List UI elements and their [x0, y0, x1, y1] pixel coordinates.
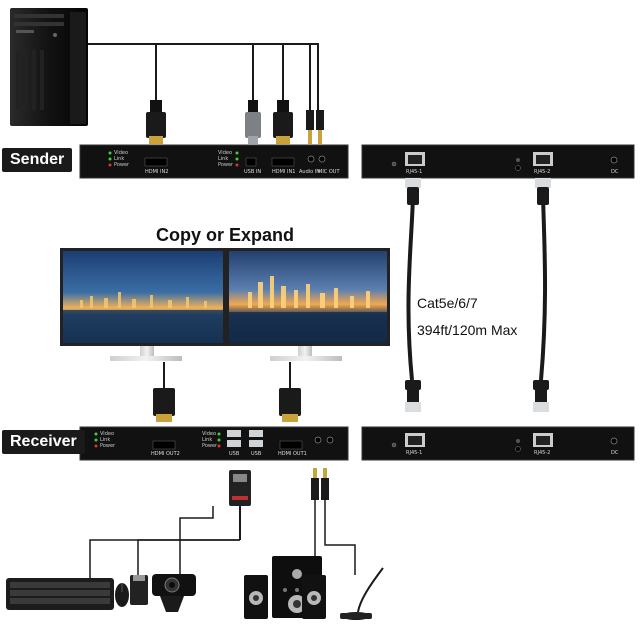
audio-jack-icon — [306, 110, 324, 144]
rj45-plug-icon — [405, 178, 421, 412]
port-audio-in-label: Audio IN — [299, 169, 321, 175]
receiver-rj45-unit — [361, 426, 635, 461]
port-usb-label: USB — [251, 451, 262, 457]
computer-tower-icon — [10, 8, 88, 126]
led-power-label: Power — [114, 162, 130, 168]
led-video-label: Video — [114, 150, 129, 156]
port-dc-label: DC — [611, 450, 619, 456]
cable-length-label: 394ft/120m Max — [417, 322, 518, 338]
port-hdmi-in2-label: HDMI IN2 — [145, 169, 169, 175]
monitor-icon — [60, 248, 226, 361]
port-usb-label: USB — [229, 451, 240, 457]
audio-jack-icon — [311, 468, 329, 500]
port-hdmi-in1-label: HDMI IN1 — [272, 169, 296, 175]
receiver-unit — [79, 426, 349, 461]
port-rj45-1-label: RJ45-1 — [406, 450, 423, 456]
led-link-label: Link — [218, 156, 229, 162]
hdmi-plug-icon — [273, 100, 293, 144]
led-power-label: Power — [100, 443, 116, 449]
led-power-label: Power — [202, 443, 218, 449]
led-link-label: Link — [114, 156, 125, 162]
sender-cables — [88, 43, 319, 112]
webcam-icon — [152, 574, 196, 612]
port-rj45-1-label: RJ45-1 — [406, 169, 423, 175]
led-power-label: Power — [218, 162, 234, 168]
led-video-label: Video — [100, 431, 115, 437]
sender-label: Sender — [2, 148, 73, 172]
hdmi-plug-icon — [153, 388, 175, 422]
port-hdmi-out1-label: HDMI OUT1 — [278, 451, 307, 457]
port-mic-out-label: MIC OUT — [318, 169, 340, 175]
led-link-label: Link — [202, 437, 213, 443]
rj45-plug-icon — [533, 178, 551, 412]
microphone-icon — [340, 567, 384, 620]
usb-plug-icon — [229, 470, 251, 540]
keyboard-icon — [6, 578, 114, 610]
sender-unit — [79, 144, 349, 179]
audio-cables — [314, 500, 356, 575]
usb-plug-icon — [245, 100, 261, 144]
sender-rj45-unit — [361, 144, 635, 179]
port-dc-label: DC — [611, 169, 619, 175]
port-usb-in-label: USB IN — [244, 169, 262, 175]
hdmi-plug-icon — [279, 388, 301, 422]
led-video-label: Video — [218, 150, 233, 156]
network-cables — [405, 178, 551, 412]
port-rj45-2-label: RJ45-2 — [534, 169, 551, 175]
hdmi-plug-icon — [146, 100, 166, 144]
led-video-label: Video — [202, 431, 217, 437]
receiver-label: Receiver — [2, 430, 85, 454]
cable-type-label: Cat5e/6/7 — [417, 295, 478, 311]
port-hdmi-out2-label: HDMI OUT2 — [151, 451, 180, 457]
usb-peripheral-cables — [89, 506, 240, 580]
usb-plug-icon — [130, 575, 148, 605]
receiver-hdmi-cables — [153, 362, 301, 422]
port-rj45-2-label: RJ45-2 — [534, 450, 551, 456]
monitor-icon — [226, 248, 390, 361]
speaker-icon — [244, 556, 326, 619]
copy-expand-title: Copy or Expand — [156, 225, 295, 245]
led-link-label: Link — [100, 437, 111, 443]
mouse-icon — [115, 583, 129, 607]
